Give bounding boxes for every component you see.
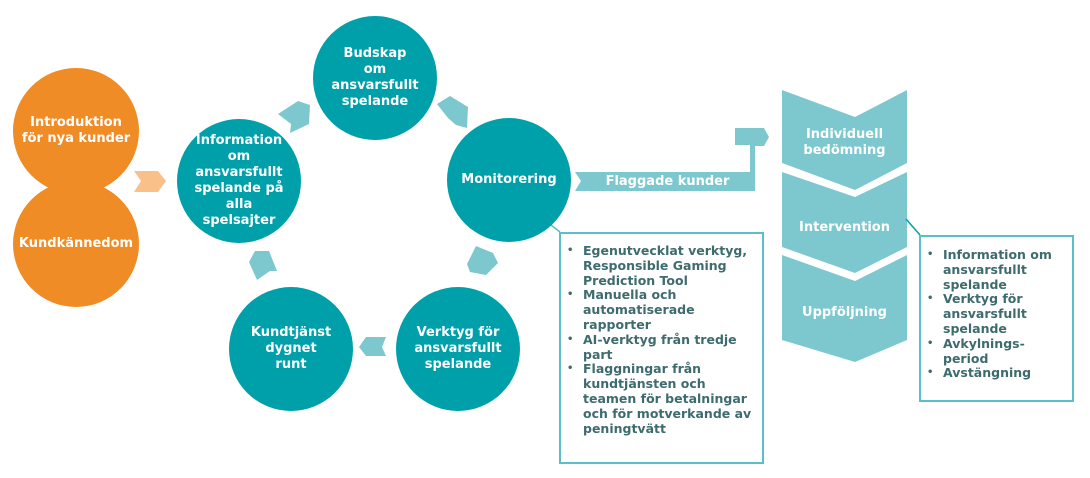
monitoring-source-item: Egenutvecklat verktyg, Responsible Gamin… xyxy=(561,243,754,288)
onboarding-kyc-label: Kundkännedom xyxy=(18,236,134,251)
process-assessment-label: Individuell bedömning xyxy=(803,127,886,158)
cycle-circle-tools: Verktyg för ansvarsfullt spelande xyxy=(396,287,520,411)
process-intervention-label: Intervention xyxy=(799,220,890,235)
cycle-circle-monitoring: Monitorering xyxy=(447,118,571,242)
flagged-customers-arrow xyxy=(575,128,769,191)
intervention-measure-item: Avkylnings-period xyxy=(921,336,1064,367)
monitoring-source-item: Manuella och automatiserade rapporter xyxy=(561,287,754,332)
chevron-arrow-into-cycle xyxy=(134,171,166,192)
onboarding-introduction-label: Introduktion för nya kunder xyxy=(21,115,131,146)
cycle-support-label: Kundtjänst dygnet runt xyxy=(250,325,332,372)
cycle-tools-label: Verktyg för ansvarsfullt spelande xyxy=(414,325,502,372)
cycle-arrow-monitoring-to-tools xyxy=(467,246,498,275)
process-chevron-followup xyxy=(782,255,907,362)
monitoring-source-item: Flaggningar från kundtjänsten och teamen… xyxy=(561,361,754,436)
cycle-arrow-support-to-info xyxy=(249,251,277,280)
connector-intervention-to-measures xyxy=(905,218,921,236)
flagged-customers-label: Flaggade kunder xyxy=(605,174,730,189)
cycle-arrow-tools-to-support xyxy=(359,337,386,356)
intervention-measures-list: Information om ansvarsfullt spelande Ver… xyxy=(921,247,1064,381)
cycle-arrow-info-to-messages xyxy=(278,101,310,133)
intervention-measure-item: Information om ansvarsfullt spelande xyxy=(921,247,1064,292)
cycle-circle-info-sites: Information om ansvarsfullt spelande på … xyxy=(177,119,301,243)
process-chevron-intervention xyxy=(782,172,907,273)
intervention-measure-item: Avstängning xyxy=(921,366,1064,381)
monitoring-sources-box: Egenutvecklat verktyg, Responsible Gamin… xyxy=(559,232,764,464)
process-followup-label: Uppföljning xyxy=(802,305,887,320)
cycle-arrow-messages-to-monitoring xyxy=(437,96,468,128)
monitoring-sources-list: Egenutvecklat verktyg, Responsible Gamin… xyxy=(561,243,754,436)
cycle-circle-support: Kundtjänst dygnet runt xyxy=(229,287,353,411)
intervention-measures-box: Information om ansvarsfullt spelande Ver… xyxy=(919,235,1074,402)
cycle-monitoring-label: Monitorering xyxy=(461,172,557,187)
cycle-circle-messages: Budskap om ansvarsfullt spelande xyxy=(313,16,437,140)
onboarding-circle-kyc: Kundkännedom xyxy=(13,181,139,307)
onboarding-circle-introduction: Introduktion för nya kunder xyxy=(13,68,139,194)
intervention-measure-item: Verktyg för ansvarsfullt spelande xyxy=(921,291,1064,336)
cycle-messages-label: Budskap om ansvarsfullt spelande xyxy=(331,46,419,109)
monitoring-source-item: AI-verktyg från tredje part xyxy=(561,332,754,363)
process-chevron-assessment xyxy=(782,90,907,190)
cycle-info-sites-label: Information om ansvarsfullt spelande på … xyxy=(194,133,284,228)
